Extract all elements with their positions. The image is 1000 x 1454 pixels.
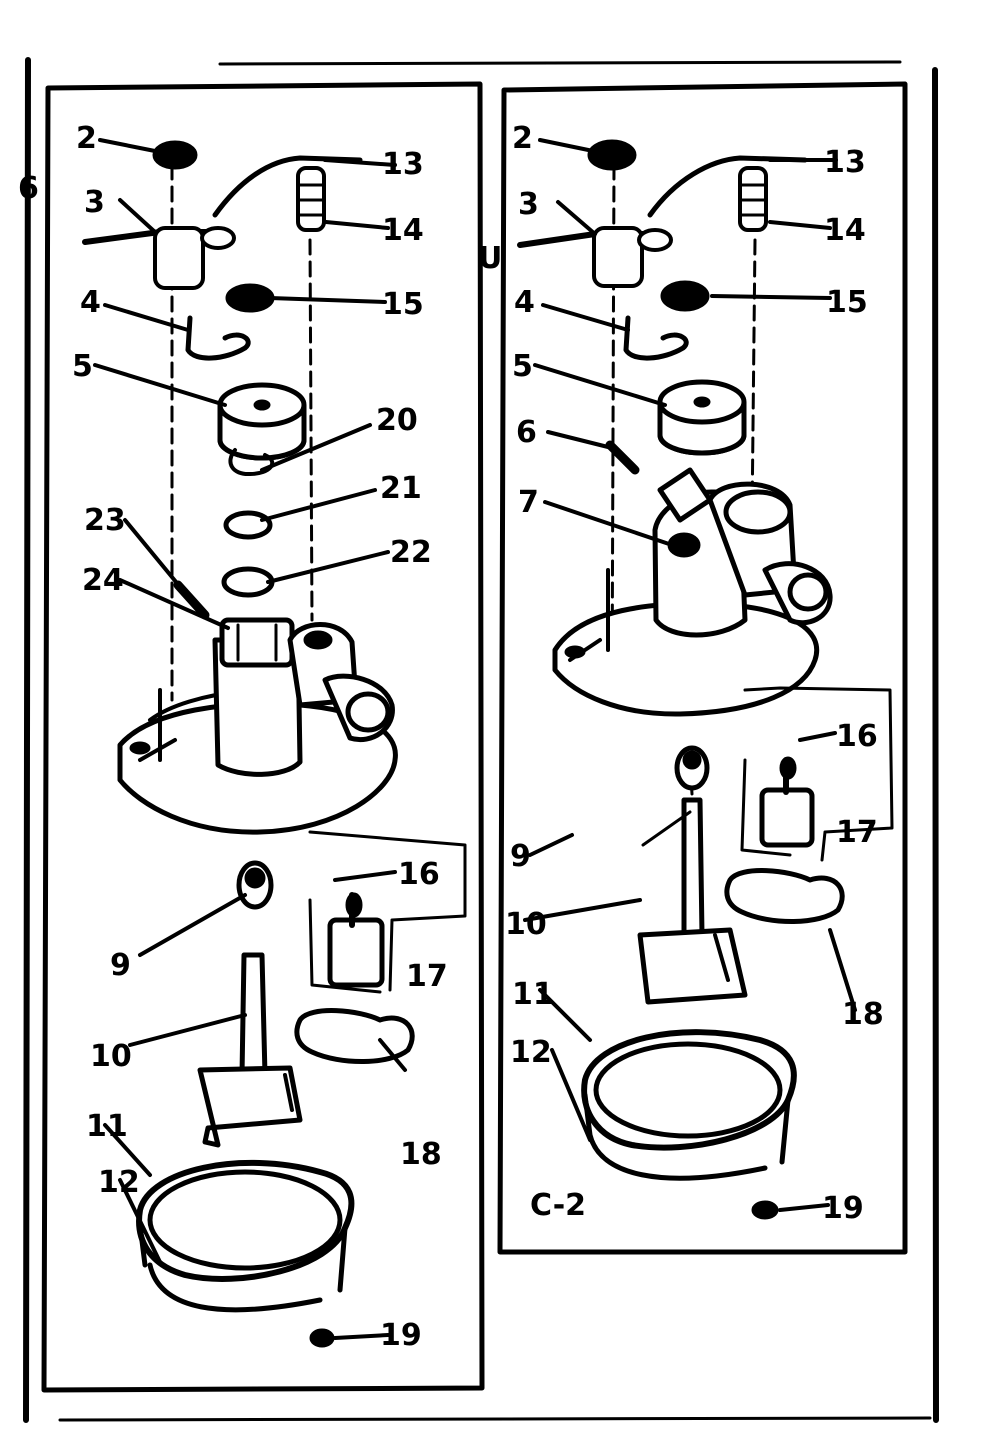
- right-part-18-seal: [724, 868, 845, 924]
- outer-left-edge: [23, 57, 31, 1423]
- outer-right-edge: [932, 67, 939, 1423]
- right-part-13-wire: [647, 155, 808, 218]
- right-callout-13: 13: [824, 145, 866, 180]
- right-callout-17: 17: [836, 815, 878, 850]
- right-leaders: [523, 138, 857, 1212]
- right-part-15-washer: [660, 280, 710, 312]
- right-part-4-clip: [623, 315, 689, 361]
- right-part-9-cap: [674, 745, 710, 791]
- outer-top-edge: [218, 60, 902, 66]
- right-part-10-shaft: [637, 797, 748, 1005]
- left-callout-24: 24: [82, 563, 124, 598]
- right-callout-19: 19: [822, 1191, 864, 1226]
- left-pump-housing: [117, 617, 398, 835]
- left-panel: [41, 81, 485, 1393]
- right-part-14-spring: [738, 166, 768, 232]
- right-callout-2: 2: [512, 121, 533, 156]
- left-callout-12: 12: [98, 1165, 140, 1200]
- right-part-5-pulley: [657, 379, 747, 456]
- left-axis-line-b: [308, 238, 314, 622]
- left-callout-18: 18: [400, 1137, 442, 1172]
- left-part-9-cap: [236, 860, 274, 910]
- left-callouts: 2 3 4 5 9 10 11 12 13 14 15 16 17 18 19 …: [72, 121, 448, 1353]
- left-part-22-washer: [221, 566, 275, 598]
- right-panel: [497, 81, 908, 1255]
- right-part-6-key: [605, 440, 640, 475]
- left-part-16-valve: [327, 892, 385, 988]
- left-callout-21: 21: [380, 471, 422, 506]
- left-part-20-spring-clip: [228, 448, 275, 477]
- right-axis-line-b: [750, 238, 757, 522]
- right-part-11-ring: [581, 1029, 797, 1181]
- left-part-10-shaft: [197, 952, 303, 1148]
- right-callout-5: 5: [512, 349, 533, 384]
- right-callout-3: 3: [518, 187, 539, 222]
- left-callout-22: 22: [390, 535, 432, 570]
- left-part-14-spring: [296, 166, 326, 232]
- right-callout-14: 14: [824, 213, 866, 248]
- left-callout-14: 14: [382, 213, 424, 248]
- left-part-15-washer: [225, 283, 275, 313]
- left-part-24-bearing: [219, 617, 295, 668]
- left-callout-3: 3: [84, 185, 105, 220]
- right-callout-16: 16: [836, 719, 878, 754]
- left-part-5-pulley: [217, 382, 307, 461]
- right-part-17-outline: [740, 686, 894, 862]
- left-part-13-wire: [212, 155, 363, 218]
- right-callout-18: 18: [842, 997, 884, 1032]
- right-part-19-screw: [751, 1200, 779, 1220]
- left-callout-2: 2: [76, 121, 97, 156]
- right-callout-15: 15: [826, 285, 868, 320]
- right-part-16-valve: [759, 756, 815, 848]
- left-part-2-nut: [152, 140, 198, 170]
- right-callout-9: 9: [510, 839, 531, 874]
- section-label: C-2: [530, 1188, 586, 1223]
- left-callout-5: 5: [72, 349, 93, 384]
- divider-mark: U: [478, 241, 502, 276]
- right-callout-10: 10: [505, 907, 547, 942]
- left-callout-9: 9: [110, 948, 131, 983]
- right-panel-border: [497, 81, 908, 1255]
- left-callout-4: 4: [80, 285, 101, 320]
- left-part-3-bracket: [82, 226, 236, 290]
- left-callout-11: 11: [86, 1109, 128, 1144]
- right-callouts: 2 3 4 5 6 7 9 10 11 12 13 14 15 16 17 18…: [505, 121, 884, 1226]
- left-callout-15: 15: [382, 287, 424, 322]
- left-part-17-outline: [308, 830, 467, 994]
- right-callout-12: 12: [510, 1035, 552, 1070]
- right-part-2-nut: [587, 139, 637, 171]
- left-callout-20: 20: [376, 403, 418, 438]
- right-callout-6: 6: [516, 415, 537, 450]
- left-callout-23: 23: [84, 503, 126, 538]
- left-callout-19: 19: [380, 1318, 422, 1353]
- outer-bottom-edge: [58, 1416, 932, 1422]
- right-part-3-bracket: [517, 226, 673, 288]
- left-part-11-ring: [136, 1159, 355, 1313]
- left-edge-mark: 6: [18, 171, 39, 206]
- left-callout-10: 10: [90, 1039, 132, 1074]
- right-callout-11: 11: [512, 977, 554, 1012]
- right-callout-7: 7: [518, 485, 539, 520]
- left-panel-border: [41, 81, 485, 1393]
- left-part-19-screw: [309, 1328, 335, 1348]
- left-part-4-clip: [185, 315, 251, 361]
- left-callout-16: 16: [398, 857, 440, 892]
- right-pump-housing: [552, 467, 833, 717]
- left-callout-13: 13: [382, 147, 424, 182]
- left-part-18-seal: [294, 1008, 415, 1064]
- right-callout-4: 4: [514, 285, 535, 320]
- left-part-21-ring: [223, 510, 273, 540]
- left-leaders: [93, 138, 407, 1340]
- left-callout-17: 17: [406, 959, 448, 994]
